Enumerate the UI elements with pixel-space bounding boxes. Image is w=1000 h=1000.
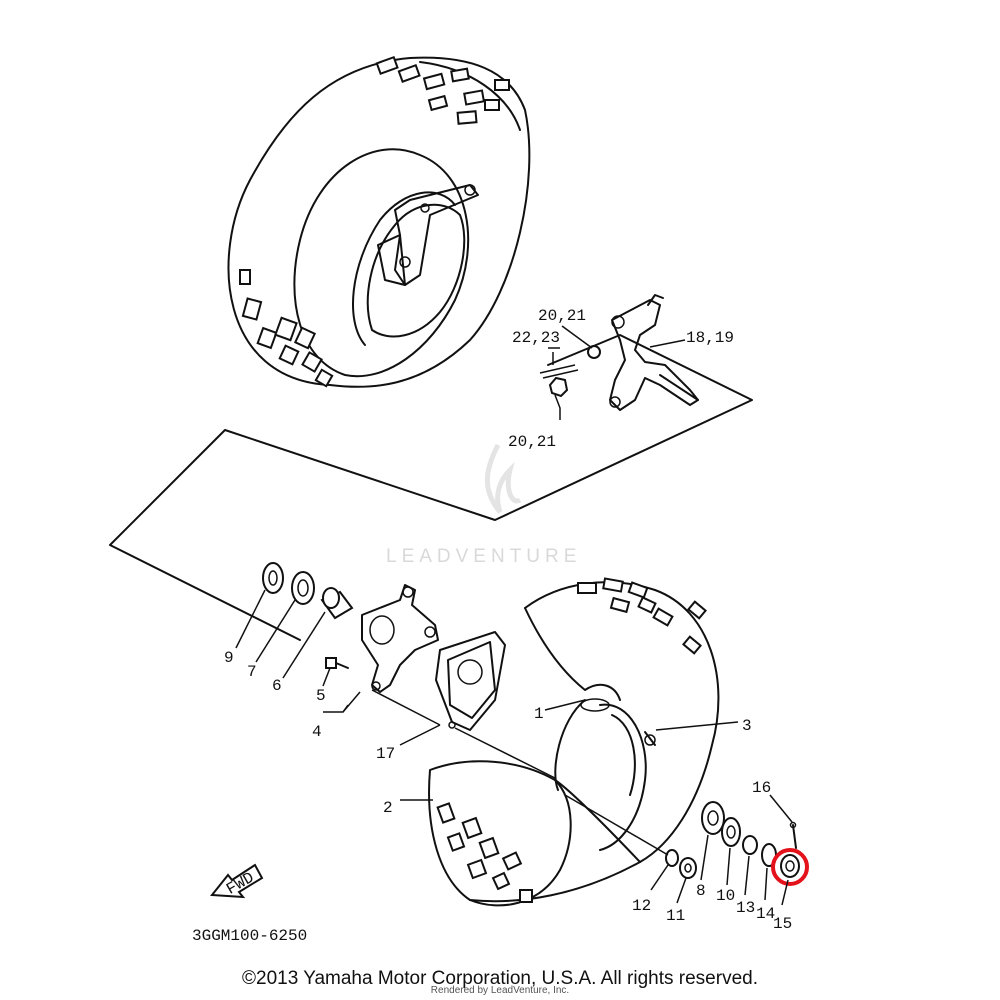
callout-1: 1 (534, 705, 544, 723)
watermark: LEADVENTURE (386, 443, 581, 567)
collar-13 (742, 835, 758, 855)
bearing-7 (291, 571, 315, 605)
callout-12: 12 (632, 897, 651, 915)
callout-20-21-bottom: 20,21 (508, 433, 556, 451)
callout-17: 17 (376, 745, 395, 763)
bolt-5 (325, 657, 349, 669)
callout-18-19: 18,19 (686, 329, 734, 347)
steering-knuckle (609, 294, 699, 411)
callout-8: 8 (696, 882, 706, 900)
callout-labels: 20,21 22,23 18,19 20,21 9 7 6 5 4 17 2 1… (192, 307, 792, 945)
callout-22-23: 22,23 (512, 329, 560, 347)
lower-wheel-exploded (428, 577, 720, 907)
callout-11: 11 (666, 907, 685, 925)
rendered-by-credit: Rendered by LeadVenture, Inc. (430, 985, 570, 996)
callout-4: 4 (312, 723, 322, 741)
nut-20-21-bottom (548, 376, 569, 398)
callout-13: 13 (736, 899, 755, 917)
nut-15[interactable] (771, 848, 809, 886)
callout-2: 2 (383, 799, 393, 817)
brake-disc-17 (435, 631, 506, 731)
oil-seal-9 (262, 562, 284, 594)
nut-11 (679, 857, 697, 879)
bearing-8 (701, 801, 725, 835)
callout-10: 10 (716, 887, 735, 905)
diagram-code: 3GGM100-6250 (192, 927, 307, 945)
front-hub-4 (361, 584, 439, 693)
collar-6 (320, 587, 354, 620)
copyright-notice: ©2013 Yamaha Motor Corporation, U.S.A. A… (242, 968, 758, 989)
callout-9: 9 (224, 649, 234, 667)
cotter-pin-16 (789, 821, 797, 849)
washer-12 (665, 849, 679, 867)
watermark-text: LEADVENTURE (386, 546, 581, 567)
callout-20-21-top: 20,21 (538, 307, 586, 325)
callout-16: 16 (752, 779, 771, 797)
callout-15: 15 (773, 915, 792, 933)
callout-7: 7 (247, 663, 257, 681)
callout-6: 6 (272, 677, 282, 695)
highlight-ring (771, 848, 809, 886)
callout-14: 14 (756, 905, 775, 923)
callout-3: 3 (742, 717, 752, 735)
callout-leaders-lower (235, 589, 793, 906)
exploded-view-frame (109, 334, 753, 641)
callout-5: 5 (316, 687, 326, 705)
forward-arrow-icon: FWD (210, 863, 264, 899)
oil-seal-10 (721, 817, 741, 847)
cotter-pins-22-23 (539, 364, 579, 379)
upper-wheel-assembly (227, 55, 531, 388)
